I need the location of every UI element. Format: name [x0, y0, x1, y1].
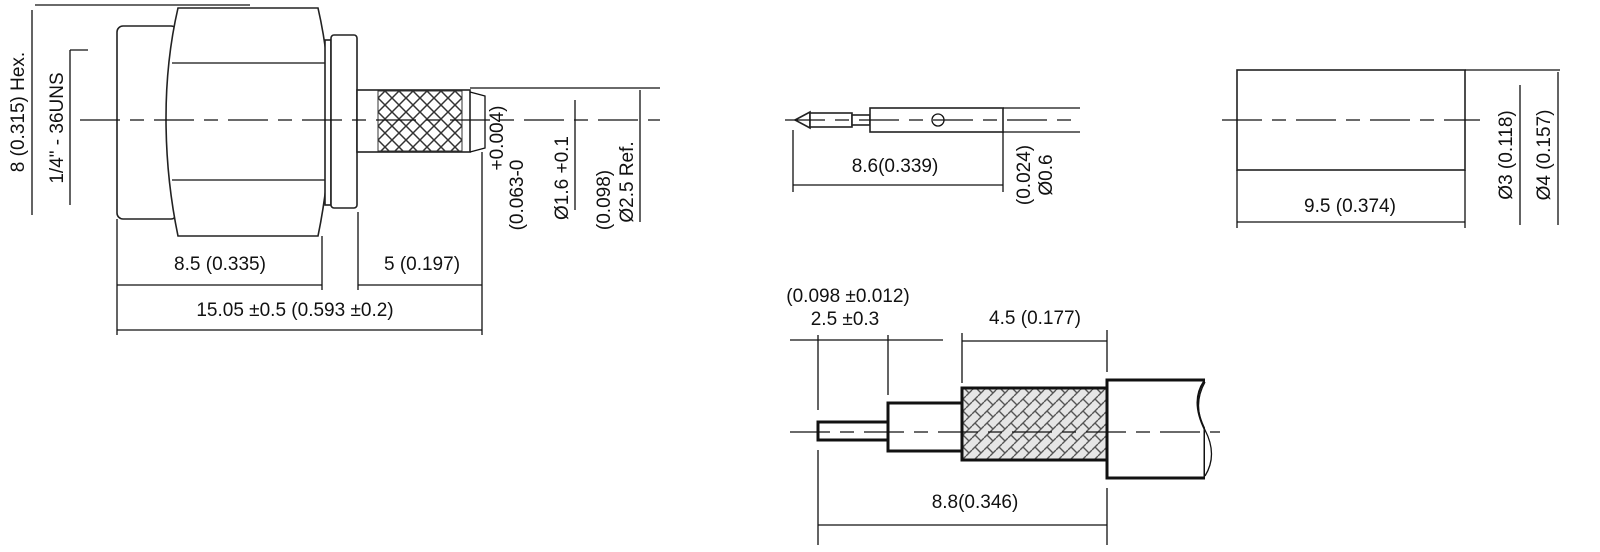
total-strip-label: 8.8(0.346) [932, 492, 1019, 513]
ref-dia-mm-label: Ø2.5 Ref. [617, 141, 638, 222]
pin-strip-mm-label: 2.5 ±0.3 [811, 309, 880, 330]
ferrule-view: 9.5 (0.374) Ø3 (0.118) Ø4 (0.157) [1222, 69, 1560, 228]
cable-strip-view: (0.098 ±0.012) 2.5 ±0.3 4.5 (0.177) 8.8(… [786, 286, 1220, 545]
connector-view: 8 (0.315) Hex. 1/4" - 36UNS 8.5 (0.335) … [8, 4, 660, 335]
hex-size-label: 8 (0.315) Hex. [8, 52, 29, 172]
thread-label: 1/4" - 36UNS [47, 72, 68, 183]
sleeve-dia-mm-label: Ø1.6 +0.1 [552, 136, 573, 220]
pin-dia-in-label: (0.024) [1014, 145, 1035, 205]
knurled-sleeve [377, 90, 463, 152]
pin-length-label: 8.6(0.339) [852, 156, 939, 177]
braid-length-label: 4.5 (0.177) [989, 308, 1081, 329]
sleeve-length-label: 5 (0.197) [384, 254, 460, 275]
ferrule-outer-dia-label: Ø4 (0.157) [1534, 110, 1555, 201]
sleeve-tol-label: +0.004) [487, 106, 508, 171]
ferrule-length-label: 9.5 (0.374) [1304, 196, 1396, 217]
cable-dielectric [886, 401, 964, 453]
hex-nut [165, 7, 331, 237]
cable-braid [960, 386, 1109, 462]
pin-dia-mm-label: Ø0.6 [1036, 154, 1057, 195]
pin-view: 8.6(0.339) (0.024) Ø0.6 [785, 107, 1080, 205]
sleeve-dia-in-label: (0.063-0 [507, 160, 528, 231]
total-length-label: 15.05 ±0.5 (0.593 ±0.2) [196, 300, 393, 321]
ref-dia-in-label: (0.098) [594, 170, 615, 230]
pin-strip-in-label: (0.098 ±0.012) [786, 286, 909, 307]
cable-jacket [1105, 378, 1207, 480]
cable-center-conductor [816, 420, 890, 442]
ferrule-inner-dia-label: Ø3 (0.118) [1496, 110, 1517, 199]
flange [330, 34, 358, 209]
hex-length-label: 8.5 (0.335) [174, 254, 266, 275]
